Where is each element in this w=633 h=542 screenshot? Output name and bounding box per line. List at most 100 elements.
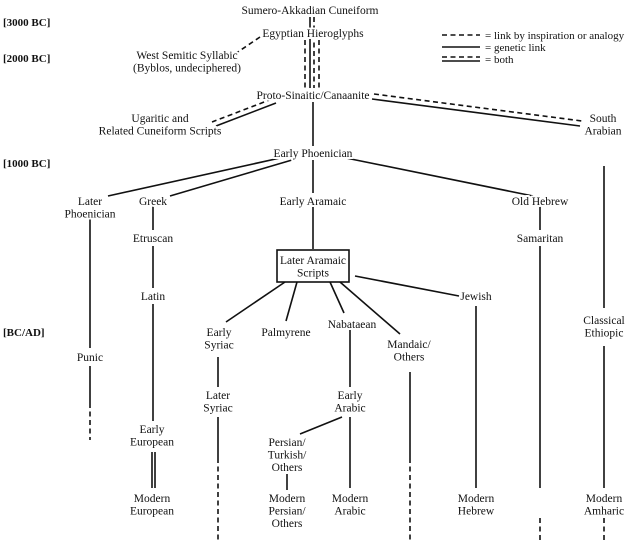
script-latin: Latin xyxy=(141,291,166,303)
script-modern-european-line-1: European xyxy=(130,506,174,518)
script-persian-turkish-line-1: Turkish/ xyxy=(268,450,307,462)
script-west-semitic: West Semitic Syllabic(Byblos, undecipher… xyxy=(133,50,241,75)
script-ugaritic-line-1: Related Cuneiform Scripts xyxy=(99,126,222,138)
script-old-hebrew-line-0: Old Hebrew xyxy=(512,196,569,208)
script-later-syriac-line-0: Later xyxy=(206,390,230,402)
script-later-aramaic-line-0: Later Aramaic xyxy=(280,255,346,267)
script-later-phoenician-line-0: Later xyxy=(78,196,102,208)
script-samaritan: Samaritan xyxy=(517,233,564,245)
script-west-semitic-line-1: (Byblos, undeciphered) xyxy=(133,63,241,75)
script-nabataean-line-0: Nabataean xyxy=(328,319,377,331)
link-lateraramaic-earlysyriac xyxy=(225,281,286,323)
script-modern-amharic-line-1: Amharic xyxy=(584,506,624,518)
script-mandaic-line-0: Mandaic/ xyxy=(387,339,431,351)
script-proto-sinaitic: Proto-Sinaitic/Canaanite xyxy=(256,90,369,102)
script-persian-turkish-line-0: Persian/ xyxy=(268,437,306,449)
era-1000bc: [1000 BC] xyxy=(3,158,50,170)
legend: = link by inspiration or analogy = genet… xyxy=(442,30,625,66)
script-persian-turkish-line-2: Others xyxy=(272,462,303,474)
script-proto-sinaitic-line-0: Proto-Sinaitic/Canaanite xyxy=(256,90,369,102)
link-phoenician-greek xyxy=(169,159,293,197)
link-phoenician-oldhebrew xyxy=(345,157,534,197)
later-aramaic-box xyxy=(276,249,350,283)
link-protosinaitic-ugaritic-b xyxy=(215,102,277,127)
script-modern-persian-line-1: Persian/ xyxy=(268,506,306,518)
script-early-syriac-line-1: Syriac xyxy=(204,340,233,352)
script-nabataean: Nabataean xyxy=(328,319,377,331)
era-bc-ad: [BC/AD] xyxy=(3,327,45,339)
script-old-hebrew: Old Hebrew xyxy=(512,196,569,208)
script-modern-arabic-line-1: Arabic xyxy=(334,506,365,518)
script-modern-european-line-0: Modern xyxy=(134,493,171,505)
script-classical-ethiopic-line-1: Ethiopic xyxy=(585,328,624,340)
script-early-aramaic-line-0: Early Aramaic xyxy=(280,196,347,208)
script-modern-hebrew-line-0: Modern xyxy=(458,493,495,505)
legend-solid-label: = genetic link xyxy=(485,42,546,54)
link-lateraramaic-nabataean xyxy=(329,281,345,314)
script-early-european-line-0: Early xyxy=(140,424,165,436)
script-mandaic-line-1: Others xyxy=(394,352,425,364)
script-punic-line-0: Punic xyxy=(77,352,103,364)
script-south-arabian-line-1: Arabian xyxy=(584,126,621,138)
link-lateraramaic-mandaic xyxy=(339,281,401,335)
script-south-arabian-line-0: South xyxy=(590,113,617,125)
script-sumero-akkadian-line-0: Sumero-Akkadian Cuneiform xyxy=(241,5,378,17)
legend-dashed-label: = link by inspiration or analogy xyxy=(485,30,625,42)
script-etruscan: Etruscan xyxy=(133,233,173,245)
link-protosinaitic-southarabian-b xyxy=(371,98,581,127)
script-later-phoenician-line-1: Phoenician xyxy=(64,209,115,221)
link-lateraramaic-jewish xyxy=(354,275,460,297)
script-etruscan-line-0: Etruscan xyxy=(133,233,173,245)
era-3000bc: [3000 BC] xyxy=(3,17,50,29)
script-west-semitic-line-0: West Semitic Syllabic xyxy=(136,50,237,62)
link-egyptian-westsemitic xyxy=(228,36,261,59)
script-modern-persian-line-0: Modern xyxy=(269,493,306,505)
script-modern-amharic-line-0: Modern xyxy=(586,493,623,505)
script-early-syriac-line-0: Early xyxy=(207,327,232,339)
script-classical-ethiopic-line-0: Classical xyxy=(583,315,625,327)
script-palmyrene-line-0: Palmyrene xyxy=(261,327,310,339)
script-early-arabic-line-1: Arabic xyxy=(334,403,365,415)
script-modern-hebrew-line-1: Hebrew xyxy=(458,506,495,518)
script-early-arabic-line-0: Early xyxy=(338,390,363,402)
script-sumero-akkadian: Sumero-Akkadian Cuneiform xyxy=(241,5,378,17)
script-latin-line-0: Latin xyxy=(141,291,166,303)
script-modern-arabic-line-0: Modern xyxy=(332,493,369,505)
script-egyptian: Egyptian Hieroglyphs xyxy=(262,28,364,40)
script-mandaic: Mandaic/Others xyxy=(387,339,431,364)
script-greek: Greek xyxy=(139,196,167,208)
script-palmyrene: Palmyrene xyxy=(261,327,310,339)
legend-both-label: = both xyxy=(485,54,514,66)
connector-lines xyxy=(89,17,605,540)
era-2000bc: [2000 BC] xyxy=(3,53,50,65)
script-ugaritic-line-0: Ugaritic and xyxy=(131,113,188,125)
link-earlyarabic-persian xyxy=(299,416,343,435)
script-greek-line-0: Greek xyxy=(139,196,167,208)
script-jewish: Jewish xyxy=(460,291,492,303)
era-markers: [3000 BC] [2000 BC] [1000 BC] [BC/AD] xyxy=(3,17,50,339)
script-later-aramaic-line-1: Scripts xyxy=(297,268,329,280)
link-phoenician-laterphoenician xyxy=(107,157,281,197)
link-protosinaitic-ugaritic-a xyxy=(211,98,273,123)
script-modern-persian-line-2: Others xyxy=(272,518,303,530)
link-lateraramaic-palmyrene xyxy=(285,281,298,322)
link-protosinaitic-southarabian-a xyxy=(373,93,583,122)
script-persian-turkish: Persian/Turkish/Others xyxy=(268,437,307,474)
script-early-european-line-1: European xyxy=(130,437,174,449)
